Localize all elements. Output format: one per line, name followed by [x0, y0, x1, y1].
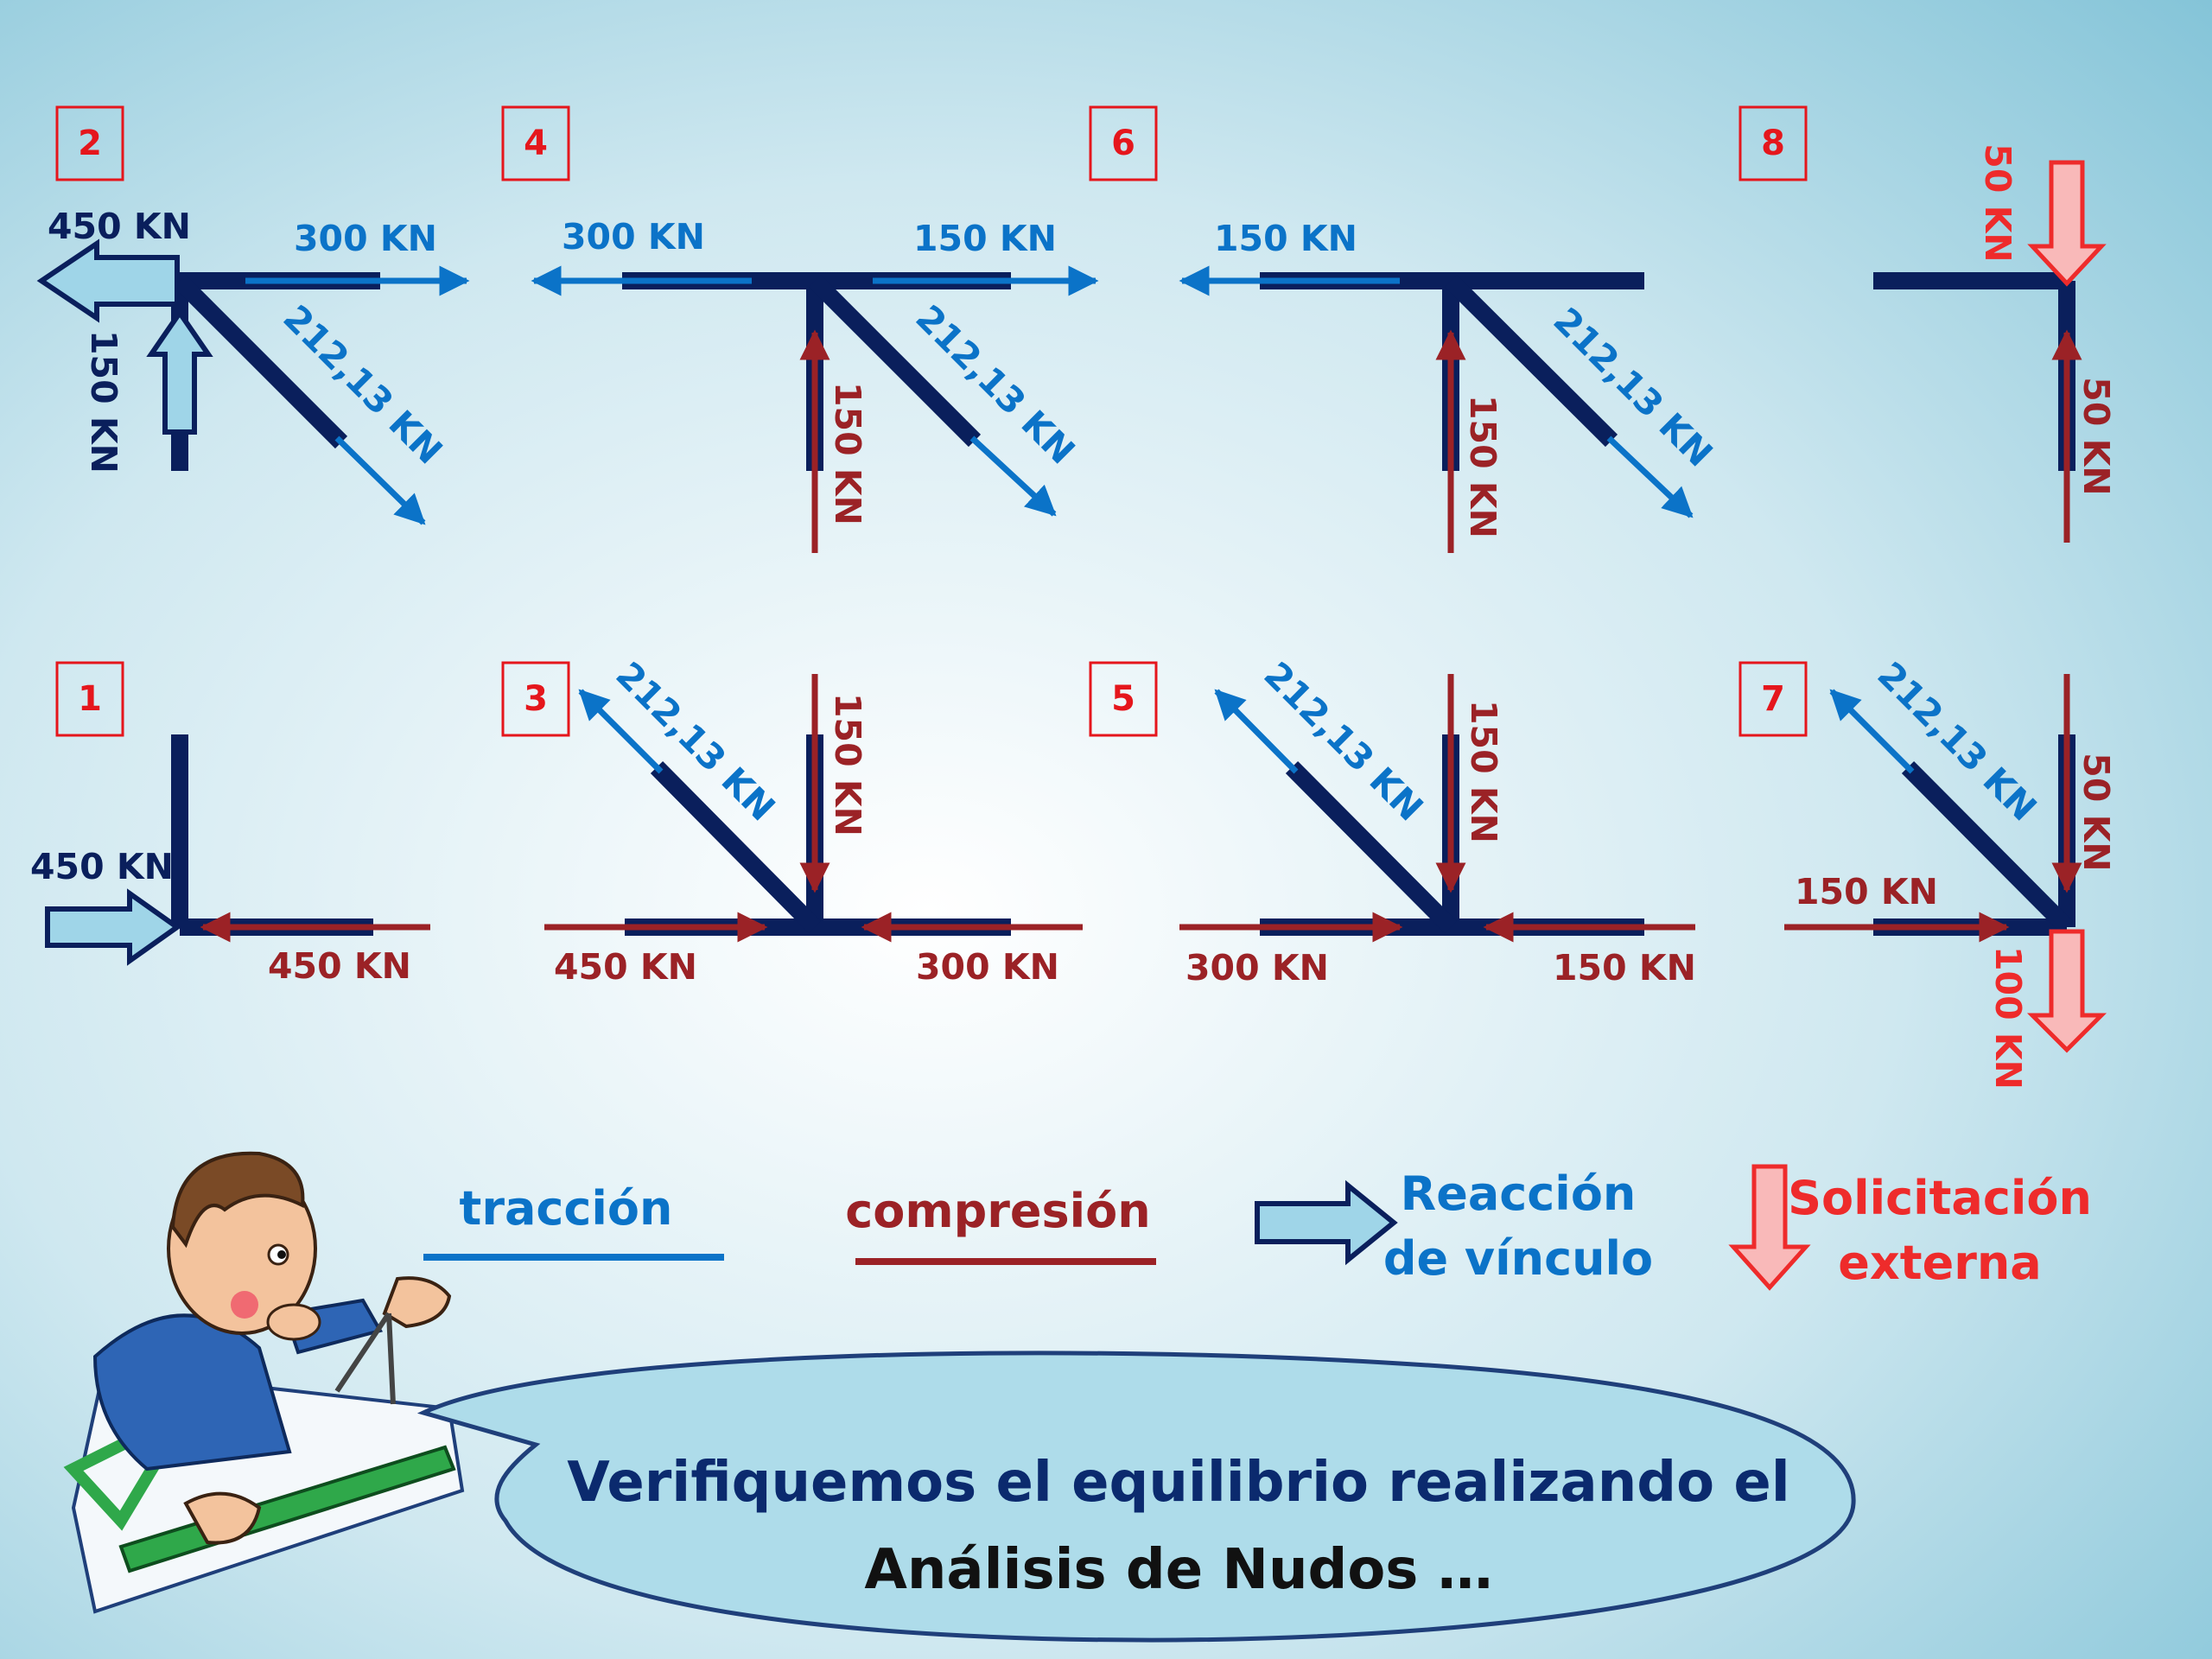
- node-7-traction-arrow-diagonal: [1829, 689, 1915, 774]
- legend-reaction-line2: de vínculo: [1383, 1231, 1653, 1286]
- node-3-vert-label: 150 KN: [827, 693, 868, 836]
- engineer-cheek: [231, 1291, 258, 1319]
- node-3-diagonal-member: [650, 760, 822, 934]
- node-7-external-load-arrow: [2026, 929, 2107, 1053]
- node-7-number-box: [1738, 661, 1808, 737]
- legend-external-line2: externa: [1838, 1236, 2041, 1290]
- node-7-number: 7: [1761, 679, 1785, 719]
- node-5-number-box: [1089, 661, 1158, 737]
- node-3-left-label: 450 KN: [554, 946, 697, 988]
- legend-traction-label: tracción: [460, 1181, 673, 1236]
- node-2-number-box: [55, 105, 124, 181]
- legend-reaction-arrow: [1255, 1179, 1398, 1266]
- node-5-vert-label: 150 KN: [1463, 700, 1504, 843]
- node-4-left-label: 300 KN: [562, 216, 705, 257]
- node-2-reaction-arrow-horizontal: [36, 238, 180, 323]
- node-4-diagonal-member: [808, 274, 982, 448]
- node-3-right-label: 300 KN: [916, 946, 1059, 988]
- node-4-right-label: 150 KN: [913, 218, 1057, 259]
- node-8-number-box: [1738, 105, 1808, 181]
- legend: tracción compresión Reacción de vínculo …: [423, 1164, 2092, 1291]
- node-7-diagonal-member: [1901, 760, 2074, 934]
- node-3-number-box: [501, 661, 570, 737]
- node-6-diagonal-member: [1444, 274, 1618, 448]
- node-5-left-label: 300 KN: [1185, 947, 1329, 988]
- node-3-traction-arrow-diagonal: [578, 689, 664, 774]
- engineer-hair: [170, 1151, 305, 1249]
- node-5-number: 5: [1111, 679, 1135, 719]
- node-1: 1 450 KN 450 KN: [30, 661, 430, 987]
- node-2-top-label: 300 KN: [294, 218, 437, 259]
- node-1-number: 1: [78, 679, 102, 719]
- bubble-line2: Análisis de Nudos …: [864, 1538, 1492, 1602]
- node-6-vert-label: 150 KN: [1462, 395, 1503, 538]
- speech-bubble: Verifiquemos el equilibrio realizando el…: [416, 1351, 1856, 1643]
- engineer-nose: [266, 1303, 321, 1341]
- node-8-ext-label: 50 KN: [1977, 143, 2018, 262]
- bubble-line1: Verifiquemos el equilibrio realizando el: [567, 1451, 1789, 1515]
- engineer-hand-lower: [183, 1491, 262, 1545]
- node-4-number: 4: [524, 124, 548, 163]
- node-2-reaction-arrow-vertical: [146, 308, 213, 435]
- node-8-vert-label: 50 KN: [2075, 377, 2117, 495]
- engineer-shirt: [92, 1313, 292, 1471]
- node-2-diagonal-member: [173, 274, 348, 449]
- node-2-reaction-h-label: 450 KN: [48, 206, 191, 247]
- engineer-hand-upper: [382, 1276, 452, 1329]
- legend-external-line1: Solicitación: [1788, 1171, 2092, 1225]
- node-5-right-label: 150 KN: [1553, 947, 1696, 988]
- legend-external-arrow: [1728, 1164, 1811, 1291]
- compass-tool: [334, 1312, 396, 1405]
- node-8-number: 8: [1761, 124, 1785, 163]
- node-7-left-label: 150 KN: [1795, 871, 1938, 912]
- node-6-traction-arrow-diagonal: [1606, 435, 1694, 518]
- node-6-number: 6: [1111, 124, 1135, 163]
- node-7-vert-label: 50 KN: [2075, 753, 2117, 871]
- engineer-pupil: [277, 1250, 286, 1259]
- node-1-reaction-arrow: [45, 888, 182, 966]
- node-1-number-box: [55, 661, 124, 737]
- node-1-reaction-label: 450 KN: [30, 846, 174, 887]
- node-5-traction-arrow-diagonal: [1214, 689, 1299, 774]
- speech-bubble-shape: [416, 1351, 1856, 1643]
- node-7-ext-label: 100 KN: [1987, 946, 2029, 1090]
- engineer-cartoon-illustration: [63, 1151, 465, 1614]
- legend-reaction-line1: Reacción: [1401, 1166, 1637, 1221]
- node-4-traction-arrow-diagonal: [969, 435, 1057, 517]
- node-1-bottom-label: 450 KN: [268, 945, 411, 987]
- node-2-number: 2: [78, 124, 102, 163]
- node-2-reaction-v-label: 150 KN: [83, 330, 124, 474]
- node-4-number-box: [501, 105, 570, 181]
- legend-compression-label: compresión: [845, 1184, 1150, 1238]
- node-3-number: 3: [524, 679, 548, 719]
- node-6-number-box: [1089, 105, 1158, 181]
- node-8-external-load-arrow: [2027, 160, 2107, 287]
- node-4-vert-label: 150 KN: [827, 382, 868, 525]
- node-6-left-label: 150 KN: [1214, 218, 1357, 259]
- node-5-diagonal-member: [1285, 760, 1458, 934]
- node-2-traction-arrow-diagonal: [334, 435, 426, 525]
- node-8: 8 50 KN 50 KN: [1738, 105, 2117, 543]
